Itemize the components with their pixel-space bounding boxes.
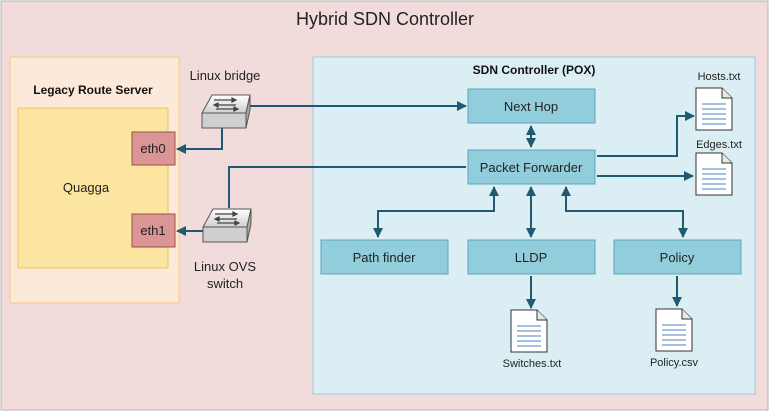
switches-file-label: Switches.txt <box>503 358 562 370</box>
linux-ovs-label-line2: switch <box>207 276 243 291</box>
forwarder-policy-arrow <box>561 186 688 238</box>
policy-csv-file-icon <box>655 308 693 352</box>
policy-module <box>613 239 742 275</box>
forwarder-to-hosts-arrow <box>597 111 695 157</box>
lldp-module <box>467 239 596 275</box>
policy-csv-file-label: Policy.csv <box>650 357 699 369</box>
edges-file-icon <box>695 152 733 196</box>
packet-forwarder-module <box>467 149 596 185</box>
quagga-label: Quagga <box>63 180 110 195</box>
bridge-to-eth0-arrow <box>176 128 223 154</box>
eth0-port <box>131 131 176 166</box>
policy-label: Policy <box>660 250 695 265</box>
switches-file-icon <box>510 309 548 353</box>
path-finder-label: Path finder <box>353 250 417 265</box>
forwarder-to-ovs-arrow <box>228 166 466 208</box>
path-finder-module <box>320 239 449 275</box>
edges-file-label: Edges.txt <box>696 139 742 151</box>
next-hop-module <box>467 88 596 124</box>
hosts-file-label: Hosts.txt <box>698 71 741 83</box>
linux-bridge-switch-icon <box>201 94 251 129</box>
eth1-label: eth1 <box>140 223 165 238</box>
next-hop-label: Next Hop <box>504 99 558 114</box>
eth0-label: eth0 <box>140 141 165 156</box>
legacy-route-server-title: Legacy Route Server <box>33 83 153 97</box>
sdn-controller-title: SDN Controller (POX) <box>473 63 596 77</box>
linux-ovs-switch-icon <box>202 208 252 243</box>
eth1-port <box>131 213 176 248</box>
linux-ovs-label-line1: Linux OVS <box>194 259 256 274</box>
packet-forwarder-label: Packet Forwarder <box>480 160 583 175</box>
connectors <box>176 101 695 309</box>
diagram-title: Hybrid SDN Controller <box>296 9 474 29</box>
forwarder-pathfinder-arrow <box>373 186 499 238</box>
lldp-label: LLDP <box>515 250 548 265</box>
linux-bridge-label: Linux bridge <box>190 68 261 83</box>
hosts-file-icon <box>695 87 733 131</box>
